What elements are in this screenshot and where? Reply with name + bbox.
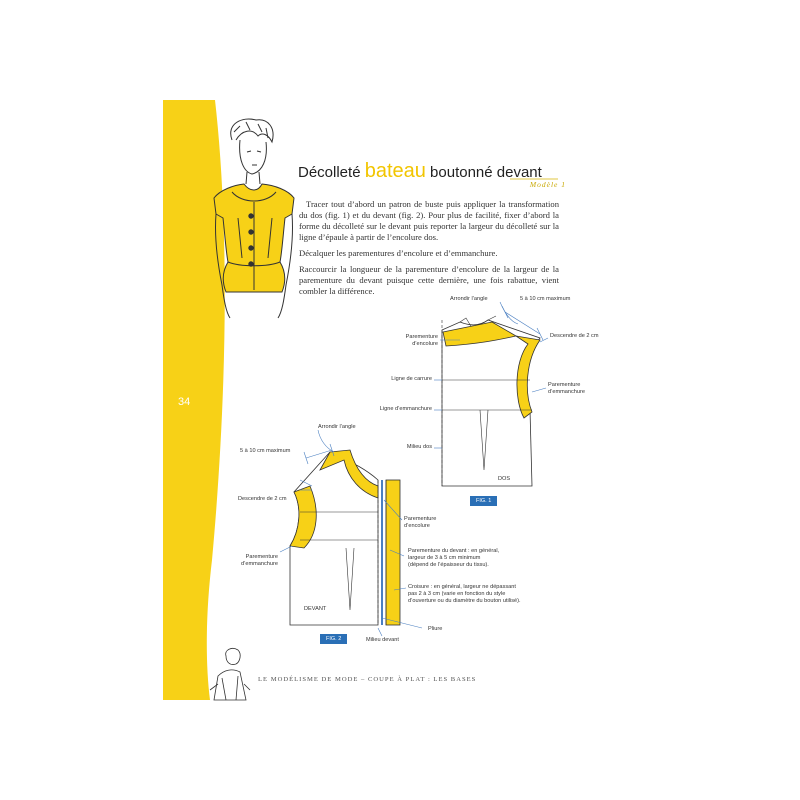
fig1-label-milieu-dos: Milieu dos [406, 444, 432, 450]
fig2-label-devant: DEVANT [304, 606, 327, 612]
fig2-neck-facing [319, 449, 379, 499]
fig1-label-parementure-emmanchure: Parementure d’emmanchure [548, 382, 585, 395]
fig1-dimension-lines [434, 301, 549, 449]
fig2-label-arrondir: Arrondir l’angle [318, 424, 356, 430]
fig2-label-croisure: Croisure : en général, largeur ne dépass… [408, 584, 521, 604]
instructions-text: Tracer tout d’abord un patron de buste p… [299, 199, 559, 302]
paragraph: Tracer tout d’abord un patron de buste p… [299, 199, 559, 242]
model-label: Modèle 1 [529, 180, 566, 189]
fig1-label-ligne-carrure: Ligne de carrure [391, 376, 432, 382]
fig2-label-parementure-devant: Parementure du devant : en général, larg… [408, 548, 500, 568]
fig2-label-milieu-devant: Milieu devant [366, 637, 399, 643]
fig2-label-pliure: Pliure [428, 626, 443, 632]
fig2-label-parementure-emmanchure: Parementure d’emmanchure [241, 554, 278, 567]
fig2-label-maximum: 5 à 10 cm maximum [240, 448, 291, 454]
fig1-label-parementure-encolure: Parementure d’encolure [405, 334, 438, 347]
fig1-label-dos: DOS [498, 476, 511, 482]
yellow-side-band [163, 100, 225, 700]
fig2-badge: FIG. 2 [320, 634, 348, 644]
page-footer: Le modélisme de mode – Coupe à plat : le… [258, 676, 477, 683]
fig1-label-descendre: Descendre de 2 cm [550, 333, 599, 339]
fig2-label-parementure-encolure: Parementure d’encolure [404, 516, 437, 529]
page-number: 34 [178, 396, 191, 408]
fig2-label-descendre: Descendre de 2 cm [238, 496, 287, 502]
title-part: boutonné devant [425, 164, 542, 181]
fig1-label-ligne-emmanchure: Ligne d’emmanchure [379, 406, 432, 412]
fig1-armhole-facing [515, 335, 541, 419]
title-block: Décolleté bateau boutonné devant Modèle … [298, 160, 568, 196]
fig2-dimension-lines [279, 429, 423, 637]
blouse-illustration [213, 118, 295, 319]
fig1-badge: FIG. 1 [470, 496, 498, 506]
paragraph: Raccourcir la longueur de la parementure… [299, 264, 559, 296]
fig1-label-maximum: 5 à 10 cm maximum [520, 296, 571, 302]
fig1-pattern [441, 315, 541, 487]
small-fashion-illustration [209, 648, 251, 701]
fig1-label-arrondir: Arrondir l’angle [450, 296, 488, 302]
title-part: Décolleté [298, 164, 365, 181]
fig2-pattern [289, 449, 401, 626]
paragraph: Décalquer les parementures d’encolure et… [299, 248, 498, 258]
page-title: Décolleté bateau boutonné devant [298, 160, 568, 183]
title-accent-word: bateau [364, 160, 426, 182]
fig2-armhole-facing [289, 485, 317, 549]
fig2-front-facing [385, 479, 401, 626]
